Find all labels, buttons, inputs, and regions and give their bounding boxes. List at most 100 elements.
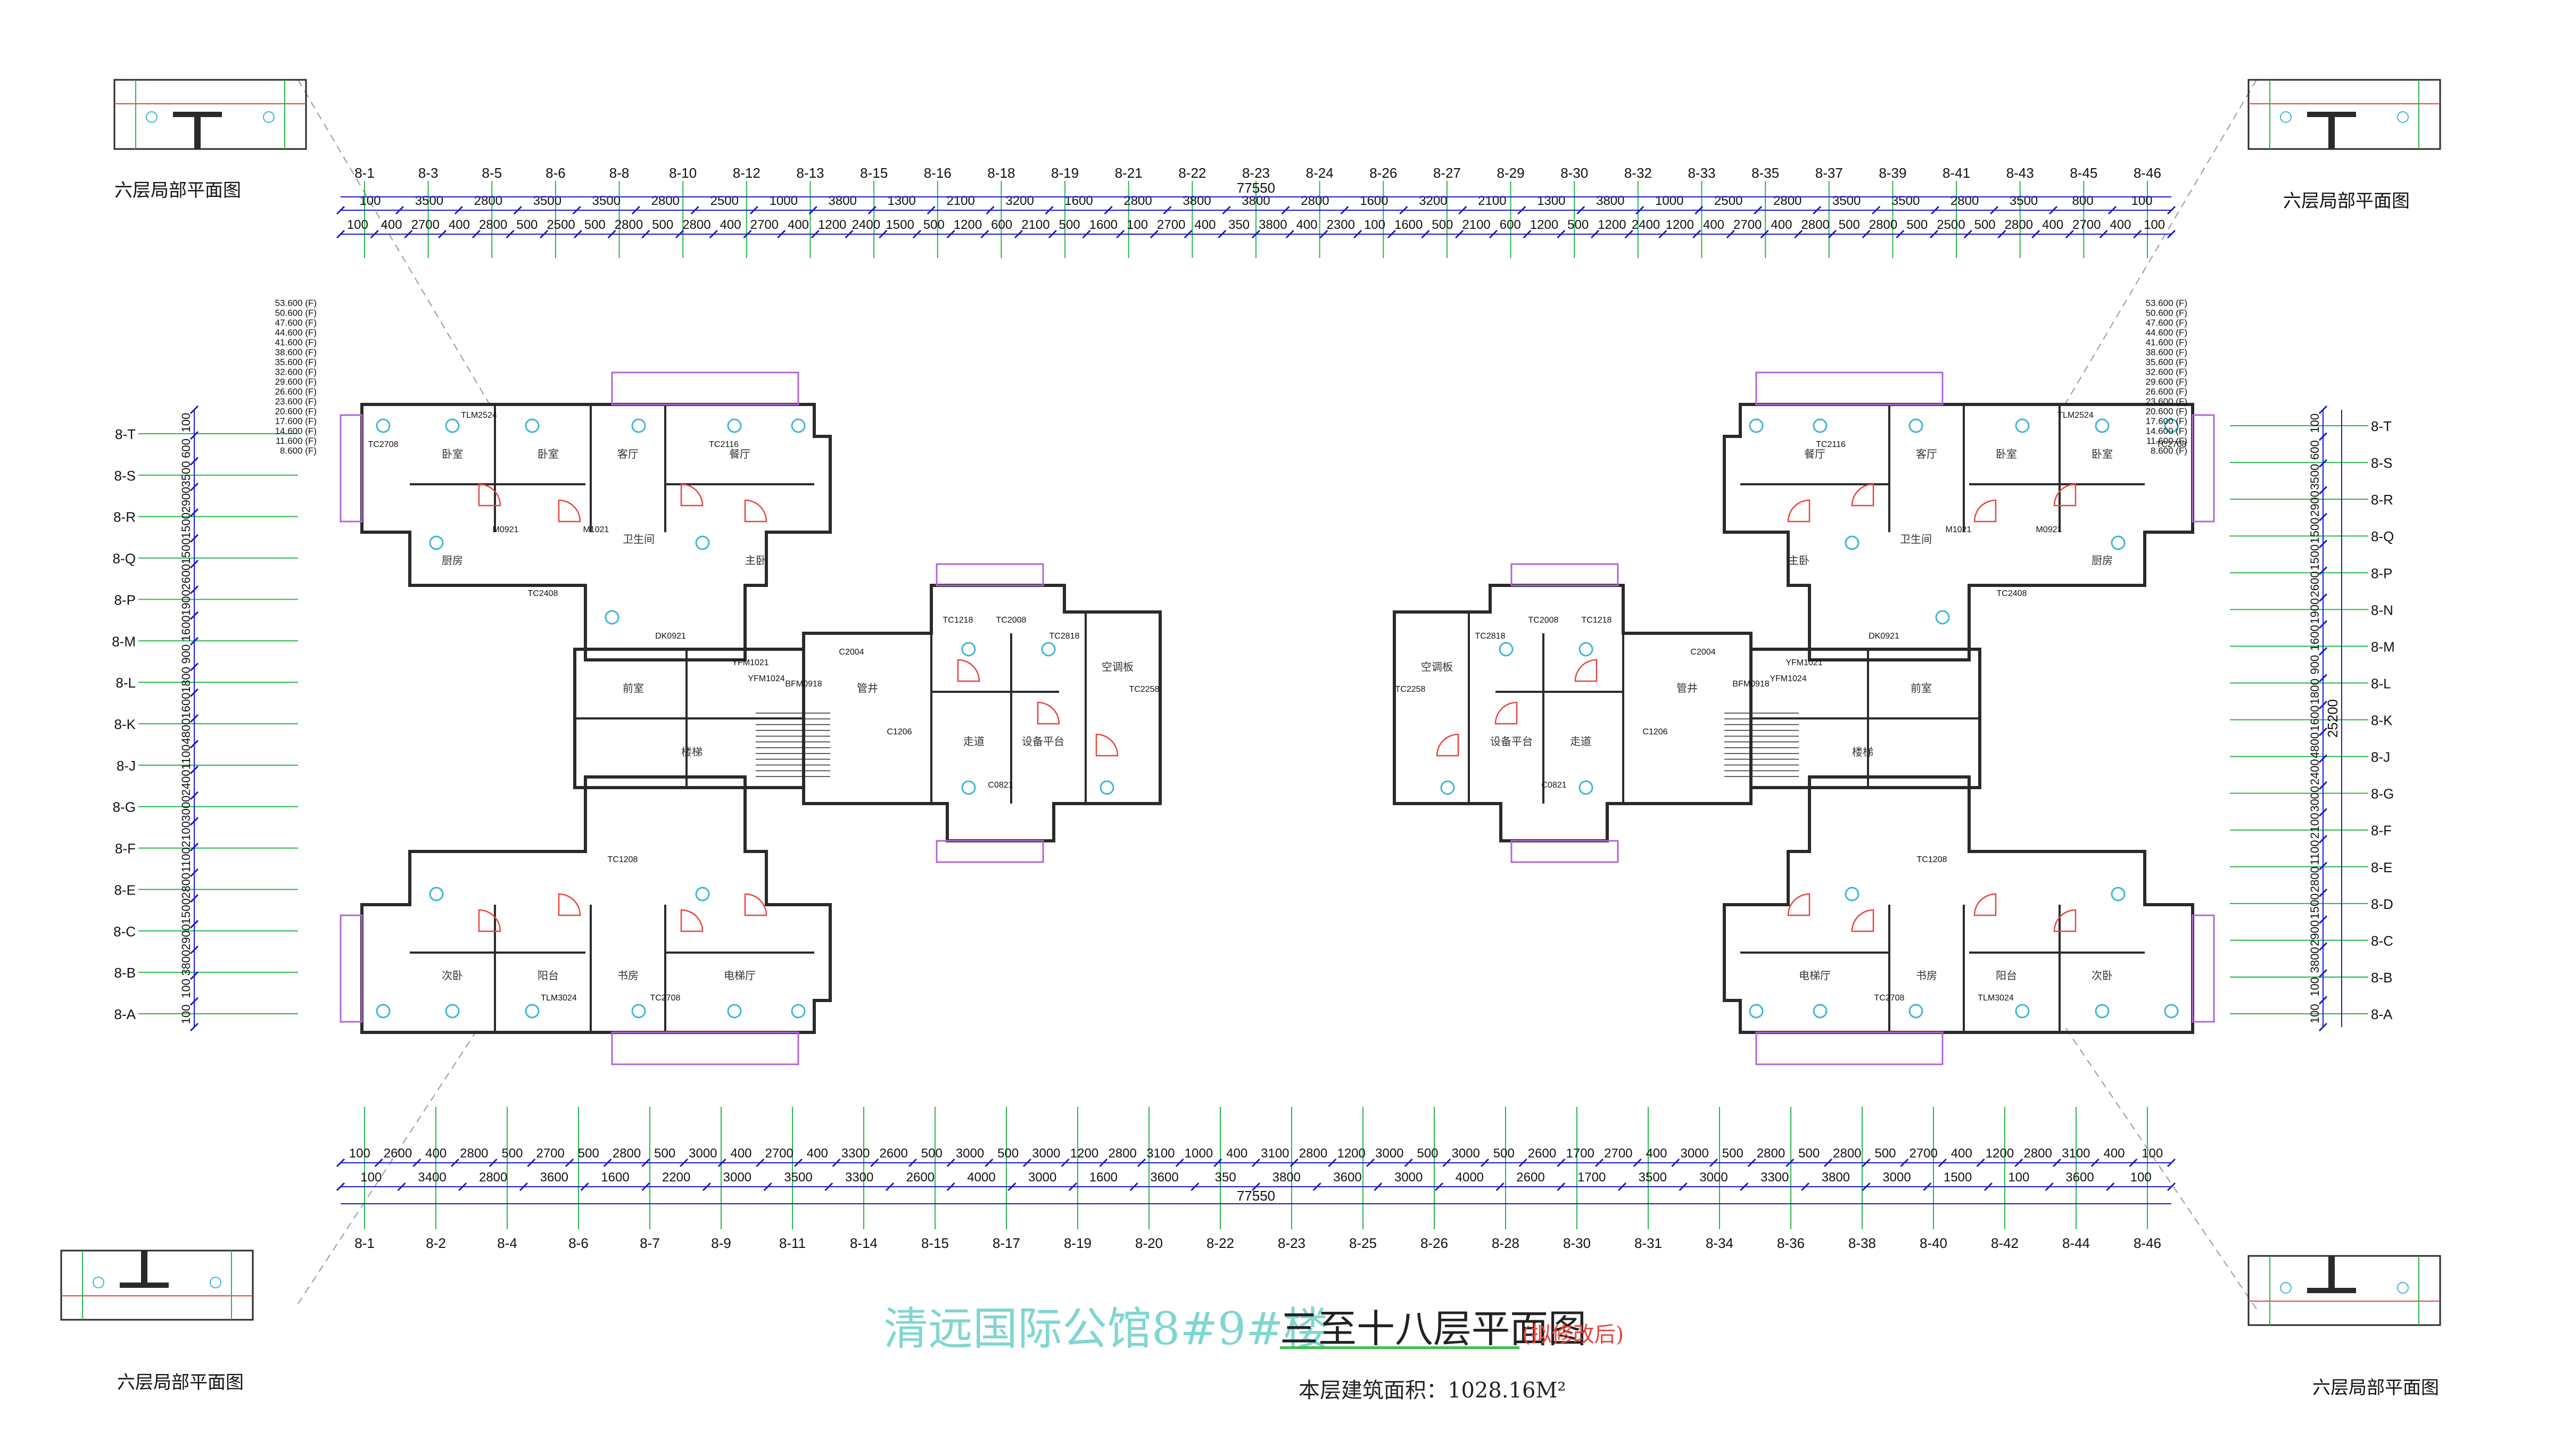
dim-text: 400: [2103, 1146, 2125, 1161]
axis-tag: 8-D: [2371, 896, 2393, 912]
dim-tick: [1137, 1158, 1146, 1168]
dim-text: 100: [2308, 977, 2321, 997]
elevation-value: 35.600 (F): [2146, 357, 2187, 367]
dim-text: 100: [359, 194, 381, 208]
door-swing: [1037, 701, 1060, 725]
room-label: 设备平台: [1022, 735, 1064, 748]
axis-tag: 8-34: [1706, 1235, 1733, 1251]
room-label: 空调板: [1102, 661, 1134, 673]
dim-text: 3500: [592, 194, 621, 208]
dim-text: 2900: [179, 924, 193, 950]
dim-text: 3600: [1333, 1170, 1361, 1185]
dim-tick: [489, 1158, 498, 1168]
dim-tick: [717, 1158, 726, 1168]
axis-tag: 8-A: [114, 1006, 136, 1022]
dim-text: 100: [2308, 1004, 2321, 1023]
dim-text: 3100: [1146, 1146, 1175, 1161]
axis-tag: 8-L: [2371, 675, 2391, 691]
dim-tick: [946, 1158, 955, 1168]
dim-text: 1600: [1089, 218, 1118, 232]
dim-text: 3500: [2010, 194, 2038, 208]
axis-tag: 8-P: [2371, 565, 2392, 581]
fixture: [2111, 887, 2126, 901]
room-label: 阳台: [1996, 970, 2017, 982]
dim-tick: [2167, 1158, 2176, 1168]
dim-text: 2200: [662, 1170, 690, 1185]
elevation-value: 53.600 (F): [2146, 298, 2187, 308]
dim-text: 3100: [1261, 1146, 1289, 1161]
dim-text: 1800: [2308, 679, 2321, 705]
axis-tag: 8-44: [2062, 1235, 2090, 1251]
door-window-tag: TC1218: [1582, 616, 1612, 625]
dim-tick: [1633, 1158, 1642, 1168]
dim-text: 1100: [2308, 840, 2321, 865]
dim-tick: [573, 229, 582, 239]
door-swing: [2053, 483, 2077, 507]
fixture: [1813, 1004, 1828, 1019]
door-swing: [680, 909, 704, 932]
dim-tick: [1896, 229, 1905, 239]
elevation-value: 50.600 (F): [275, 308, 317, 318]
dim-text: 3800: [1822, 1170, 1850, 1185]
dim-text: 2800: [1833, 1146, 1861, 1161]
dim-text: 400: [730, 1146, 751, 1161]
detail-outline: [60, 1250, 254, 1321]
detail-outline: [113, 79, 307, 150]
dim-text: 500: [1722, 1146, 1743, 1161]
dim-text: 2900: [2308, 491, 2321, 517]
door-window-tag: TC2008: [1528, 616, 1559, 625]
door-swing: [558, 499, 581, 523]
revision-note: (拟修改后): [1522, 1322, 1624, 1347]
axis-tag: 8-31: [1634, 1235, 1662, 1251]
dim-text: 1200: [1598, 218, 1626, 232]
door-window-tag: TC2708: [1874, 994, 1905, 1003]
room-label: 卫生间: [1900, 533, 1932, 545]
dim-tick: [1082, 229, 1091, 239]
door-window-tag: M1021: [583, 525, 609, 534]
axis-tag: 8-38: [1848, 1235, 1876, 1251]
dim-text: 3800: [179, 950, 193, 976]
dim-tick: [189, 920, 199, 929]
dim-tick: [763, 1182, 772, 1192]
elevation-value: 20.600 (F): [275, 407, 317, 417]
dim-tick: [2014, 1158, 2023, 1168]
elevation-value: 23.600 (F): [2146, 396, 2187, 407]
fixture: [961, 642, 976, 657]
dim-tick: [1557, 1158, 1566, 1168]
dim-text: 500: [578, 1146, 599, 1161]
dim-text: 4000: [967, 1170, 995, 1185]
door-swing: [744, 499, 767, 523]
door-window-tag: C1206: [887, 727, 912, 737]
dim-tick: [607, 229, 616, 239]
dim-tick: [1862, 229, 1871, 239]
dim-tick: [2318, 432, 2328, 441]
dim-tick: [336, 205, 345, 215]
dim-tick: [1434, 1182, 1444, 1192]
dim-text: 2700: [1157, 218, 1185, 232]
door-window-tag: C0821: [988, 781, 1013, 790]
dim-text: 1300: [1537, 194, 1565, 208]
dim-text: 100: [179, 1004, 193, 1024]
dim-text: 1500: [179, 538, 193, 564]
dim-text: 1200: [1070, 1146, 1098, 1161]
fixture: [727, 1004, 742, 1019]
elevation-value: 44.600 (F): [2146, 328, 2187, 338]
dim-tick: [1374, 1182, 1383, 1192]
balcony: [1755, 1031, 1944, 1065]
dim-tick: [1635, 205, 1644, 215]
elevation-value: 32.600 (F): [2146, 367, 2187, 377]
dim-tick: [1399, 205, 1408, 215]
dim-text: 3000: [689, 1146, 717, 1161]
fixture: [1908, 1004, 1923, 1019]
dim-text: 2600: [879, 1146, 907, 1161]
axis-tag: 8-42: [1991, 1235, 2019, 1251]
door-window-tag: TC2708: [2156, 440, 2187, 449]
detail-beam: [173, 112, 222, 117]
room-label: 卧室: [2092, 448, 2113, 460]
dim-text: 1000: [770, 194, 798, 208]
dim-text: 2800: [2005, 218, 2033, 232]
dim-text: 2400: [852, 218, 880, 232]
dim-text: 1500: [2308, 517, 2321, 543]
dim-tick: [370, 229, 379, 239]
door-window-tag: TC2116: [1816, 440, 1846, 449]
